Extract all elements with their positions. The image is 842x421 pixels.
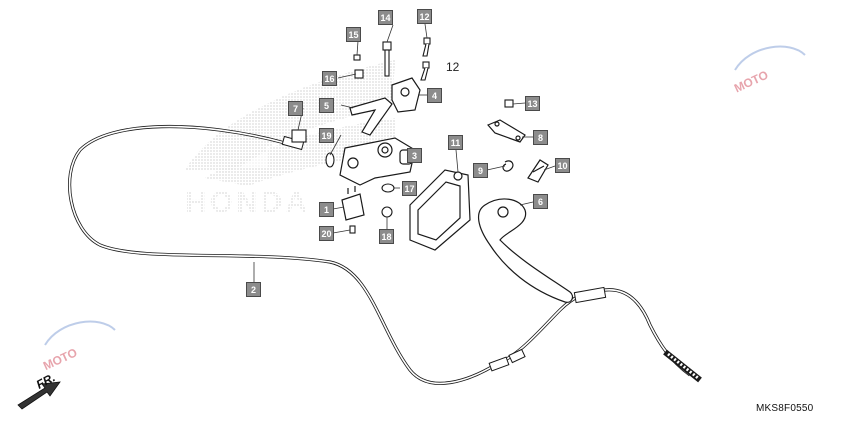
nut-19	[325, 152, 335, 168]
callout-1[interactable]: 1	[319, 202, 334, 217]
clutch-lever	[477, 198, 574, 303]
holder-plate	[349, 97, 393, 136]
bolt-12a-shank	[422, 43, 430, 57]
callout-3[interactable]: 3	[407, 148, 422, 163]
callout-17[interactable]: 17	[402, 181, 417, 196]
bolt-12a-head	[423, 37, 431, 45]
callout-16[interactable]: 16	[322, 71, 337, 86]
callout-4[interactable]: 4	[427, 88, 442, 103]
callout-19[interactable]: 19	[319, 128, 334, 143]
callout-12a[interactable]: 12	[417, 9, 432, 24]
bolt-14-head	[382, 41, 392, 51]
switch-assembly	[341, 186, 365, 221]
svg-text:MOTO: MOTO	[732, 68, 770, 96]
screw-15	[353, 54, 361, 61]
callout-6[interactable]: 6	[533, 194, 548, 209]
bolt-14-shank	[384, 49, 390, 77]
svg-text:MOTO: MOTO	[41, 345, 79, 373]
callout-20[interactable]: 20	[319, 226, 334, 241]
bolt-12b-head	[422, 61, 430, 69]
washer-17	[381, 183, 395, 193]
callout-14[interactable]: 14	[378, 10, 393, 25]
bolt-12b-shank	[420, 67, 429, 81]
adjuster-7	[291, 129, 307, 143]
callout-2[interactable]: 2	[246, 282, 261, 297]
callout-10[interactable]: 10	[555, 158, 570, 173]
callout-5[interactable]: 5	[319, 98, 334, 113]
fasteners	[291, 37, 514, 234]
honda-wing-watermark: HONDA	[185, 60, 395, 219]
lever-bracket	[409, 169, 471, 251]
nut-18	[381, 206, 393, 218]
leader-lines	[253, 23, 556, 282]
moto-logo-watermark-left: MOTO	[41, 320, 116, 373]
dust-cover	[527, 159, 549, 183]
diagram-code: MKS8F0550	[756, 403, 814, 414]
screw-20	[349, 225, 356, 234]
callout-18[interactable]: 18	[379, 229, 394, 244]
holder-clamp	[391, 77, 421, 113]
callout-15[interactable]: 15	[346, 27, 361, 42]
callout-9[interactable]: 9	[473, 163, 488, 178]
callout-11[interactable]: 11	[448, 135, 463, 150]
moto-logo-watermark-right: MOTO	[732, 45, 806, 96]
honda-wordmark-watermark: HONDA	[185, 186, 310, 219]
callout-8[interactable]: 8	[533, 130, 548, 145]
callout-12b[interactable]: 12	[446, 60, 460, 74]
nut-16	[354, 69, 364, 79]
callout-13[interactable]: 13	[525, 96, 540, 111]
front-direction-arrow	[17, 381, 61, 410]
callout-7[interactable]: 7	[288, 101, 303, 116]
clutch-cable	[68, 124, 702, 385]
master-unit	[339, 137, 416, 186]
bolt-13	[504, 99, 514, 108]
pivot-plate	[486, 119, 526, 143]
return-spring	[502, 160, 514, 172]
